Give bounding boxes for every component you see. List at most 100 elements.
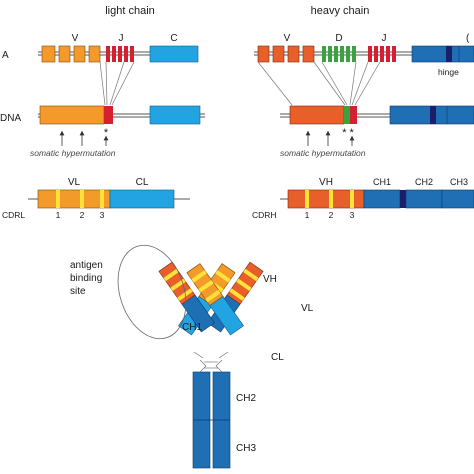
antigen-binding-site-outline — [117, 244, 187, 340]
cdrh1-band — [305, 190, 309, 208]
cdrl1-band — [56, 190, 60, 208]
heavy-v-label: V — [284, 33, 291, 44]
heavy-d-label: D — [335, 33, 342, 44]
heavy-v-segment — [302, 45, 315, 63]
antigen-label-3: site — [70, 286, 86, 297]
hinge-disulfides — [193, 351, 229, 373]
antigen-label-1: antigen — [70, 260, 103, 271]
light-j-segment — [106, 46, 110, 62]
vh-label: VH — [319, 177, 333, 188]
heavy-vdj-red — [350, 106, 357, 124]
light-j-segment — [124, 46, 128, 62]
heavy-j-segment — [368, 46, 372, 62]
light-germline-row: A V J C — [2, 33, 199, 63]
light-recombination-lines — [99, 61, 135, 106]
heavy-j-segment — [392, 46, 396, 62]
heavy-j-label: J — [382, 33, 387, 44]
light-v-segment — [88, 45, 101, 63]
heavy-rearranged-row: * * — [280, 105, 474, 139]
light-c-label: C — [170, 33, 177, 44]
hinge-domain — [400, 190, 406, 208]
heavy-j-segment — [386, 46, 390, 62]
heavy-vdj-orange — [289, 105, 345, 125]
cdrh3-band — [350, 190, 354, 208]
heavy-d-segment — [352, 46, 356, 62]
light-j-segment — [112, 46, 116, 62]
heavy-j-segment — [380, 46, 384, 62]
cdrl2-band — [80, 190, 84, 208]
heavy-j-segment — [374, 46, 378, 62]
heavy-d-segment — [346, 46, 350, 62]
ch3-label: CH3 — [450, 177, 468, 187]
ab-ch3-label: CH3 — [236, 443, 256, 454]
heavy-vdj-green — [344, 106, 350, 124]
heavy-v-segment — [257, 45, 270, 63]
heavy-d-segment — [322, 46, 326, 62]
heavy-v-segment — [287, 45, 300, 63]
light-j-segment — [130, 46, 134, 62]
light-v-segment — [41, 45, 56, 63]
cdrl-num-1: 1 — [56, 210, 61, 220]
cdrl3-band — [100, 190, 104, 208]
heavy-rearranged-hinge — [430, 106, 436, 124]
heavy-somatic-arrows — [305, 130, 355, 146]
cdrh2-band — [329, 190, 333, 208]
light-c-segment — [149, 45, 199, 63]
row2-prefix: DNA — [0, 113, 21, 124]
cdrh-num-1: 1 — [305, 210, 310, 220]
heavy-germline-row: V D J ( hinge — [254, 33, 474, 77]
heavy-chain-title: heavy chain — [311, 5, 370, 17]
ab-ch1-label: CH1 — [182, 322, 202, 333]
antigen-label-2: binding — [70, 273, 102, 284]
ch1-label: CH1 — [373, 177, 391, 187]
cdrh-label: CDRH — [252, 210, 277, 220]
cl-domain — [109, 189, 175, 209]
hinge-label: hinge — [438, 67, 459, 77]
light-asterisk: * — [104, 127, 109, 139]
heavy-asterisks: * * — [342, 127, 354, 139]
ch2-label: CH2 — [415, 177, 433, 187]
heavy-recombination-lines — [257, 61, 381, 106]
antibody-structure — [117, 244, 264, 469]
light-j-segment — [118, 46, 122, 62]
heavy-somatic-label: somatic hypermutation — [280, 148, 366, 158]
heavy-protein-row: VH CH1 CH2 CH3 CDRH 1 2 3 — [252, 177, 474, 220]
heavy-c-label: ( — [466, 33, 470, 44]
light-v-segment — [73, 45, 86, 63]
heavy-v-segment — [272, 45, 285, 63]
light-vj-orange — [39, 105, 105, 125]
ab-vh-label: VH — [263, 274, 277, 285]
vl-domain — [37, 189, 111, 209]
ab-vl-label: VL — [301, 303, 314, 314]
heavy-d-segment — [340, 46, 344, 62]
ab-ch2-label: CH2 — [236, 393, 256, 404]
ch1-domain — [363, 189, 401, 209]
heavy-d-segment — [334, 46, 338, 62]
light-protein-row: VL CL CDRL 1 2 3 — [2, 177, 190, 220]
heavy-hinge-band — [446, 46, 452, 62]
light-rearranged-row: DNA * — [0, 105, 205, 139]
cdrl-label: CDRL — [2, 210, 25, 220]
ab-cl-label: CL — [271, 352, 284, 363]
cdrl-num-3: 3 — [100, 210, 105, 220]
light-chain-title: light chain — [105, 5, 155, 17]
light-somatic-label: somatic hypermutation — [30, 148, 116, 158]
light-rearranged-c — [149, 105, 201, 125]
light-j-label: J — [119, 33, 124, 44]
light-v-segment — [58, 45, 71, 63]
heavy-d-segment — [328, 46, 332, 62]
heavy-c-segment — [411, 45, 474, 63]
light-vj-red — [104, 106, 113, 124]
right-arm-light — [186, 263, 244, 336]
ch2-domain — [405, 189, 443, 209]
row1-prefix: A — [2, 50, 9, 61]
cdrl-num-2: 2 — [80, 210, 85, 220]
cl-label: CL — [136, 177, 149, 188]
cdrh-num-3: 3 — [350, 210, 355, 220]
ch3-domain — [441, 189, 474, 209]
light-somatic-arrows — [59, 130, 109, 146]
cdrh-num-2: 2 — [329, 210, 334, 220]
light-v-label: V — [72, 33, 79, 44]
vl-label: VL — [68, 177, 81, 188]
